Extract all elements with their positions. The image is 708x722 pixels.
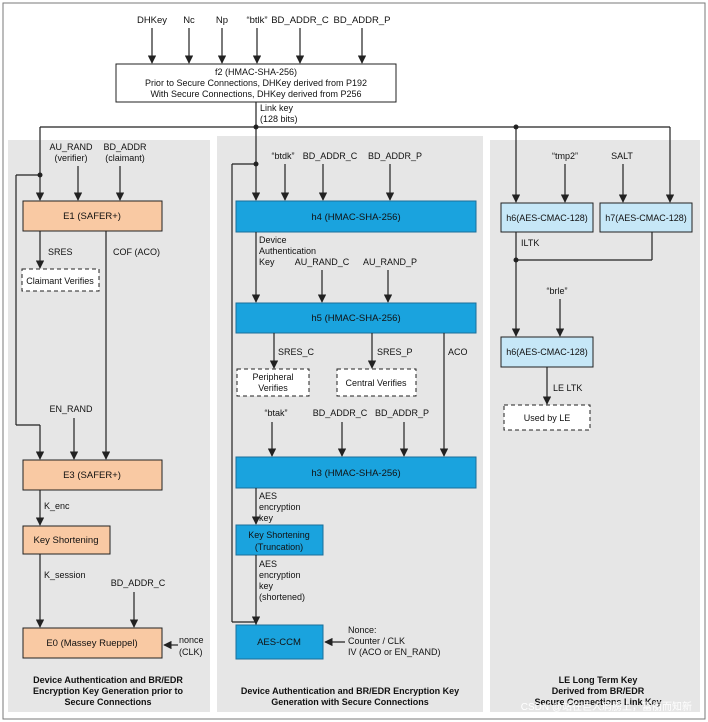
mid-btdk: “btdk” <box>271 151 294 161</box>
h7-box <box>599 202 693 233</box>
left-bd-addr-c: BD_ADDR_C <box>111 578 166 588</box>
left-nonce: nonce <box>179 635 204 645</box>
input-btlk: “btlk” <box>246 15 267 26</box>
h5-label: h5 (HMAC-SHA-256) <box>311 313 400 324</box>
right-caption-2: Derived from BR/EDR <box>552 686 645 696</box>
peripheral-verifies-line1: Peripheral <box>252 372 293 382</box>
claimant-verifies-box <box>21 268 100 292</box>
link-key-label: Link key <box>260 103 294 113</box>
mid-btak: “btak” <box>264 408 287 418</box>
h5-box <box>235 302 477 334</box>
e3-label: E3 (SAFER+) <box>63 470 121 481</box>
left-au-rand-sub: (verifier) <box>55 153 88 163</box>
central-verifies-box <box>336 368 417 397</box>
k-enc-label: K_enc <box>44 501 70 511</box>
le-ltk-label: LE LTK <box>553 383 582 393</box>
dak-line3: Key <box>259 257 275 267</box>
mid-bd-addr-c-2: BD_ADDR_C <box>313 408 368 418</box>
input-bd-addr-c: BD_ADDR_C <box>271 15 329 26</box>
h3-box <box>235 456 477 489</box>
claimant-verifies-label: Claimant Verifies <box>26 276 94 286</box>
watermark: CSDN @站在巨人肩膀上，富丽而知新 <box>521 700 692 713</box>
key-shortening-left-label: Key Shortening <box>34 535 99 546</box>
input-np: Np <box>216 15 228 26</box>
left-caption-3: Secure Connections <box>64 697 151 707</box>
input-dhkey: DHKey <box>137 15 167 26</box>
right-brle: “brle” <box>546 286 567 296</box>
left-bd-addr-sub: (claimant) <box>105 153 145 163</box>
ks-mid-line2: (Truncation) <box>255 542 303 552</box>
dak-line1: Device <box>259 235 287 245</box>
ks-mid-line1: Key Shortening <box>248 530 310 540</box>
en-rand-label: EN_RAND <box>49 404 93 414</box>
iltk-label: ILTK <box>521 238 539 248</box>
used-by-le-box <box>503 404 591 431</box>
h6-box-b <box>500 336 594 368</box>
left-column-panel <box>8 140 210 712</box>
dak-line2: Authentication <box>259 246 316 256</box>
input-bd-addr-p: BD_ADDR_P <box>333 15 390 26</box>
left-nonce-clk: (CLK) <box>179 647 203 657</box>
mid-nonce-line1: Nonce: <box>348 625 377 635</box>
aes1-line3: key <box>259 513 274 523</box>
input-nc: Nc <box>183 15 195 26</box>
f2-box <box>115 63 397 103</box>
mid-bd-addr-p: BD_ADDR_P <box>368 151 422 161</box>
peripheral-verifies-box <box>236 368 310 397</box>
aes-ccm-label: AES-CCM <box>257 637 301 648</box>
h6a-label: h6(AES-CMAC-128) <box>506 213 588 223</box>
aes2-line4: (shortened) <box>259 592 305 602</box>
aco-label: ACO <box>448 347 468 357</box>
f2-line2: Prior to Secure Connections, DHKey deriv… <box>145 78 367 88</box>
right-caption-3: Secure Connections Link Key <box>534 697 661 707</box>
mid-au-rand-c: AU_RAND_C <box>295 257 350 267</box>
mid-caption-2: Generation with Secure Connections <box>271 697 429 707</box>
left-caption-2: Encryption Key Generation prior to <box>33 686 184 696</box>
mid-nonce-line3: IV (ACO or EN_RAND) <box>348 647 441 657</box>
h4-label: h4 (HMAC-SHA-256) <box>311 212 400 223</box>
h4-box <box>235 200 477 233</box>
mid-au-rand-p: AU_RAND_P <box>363 257 417 267</box>
aes2-line3: key <box>259 581 274 591</box>
right-tmp2: “tmp2” <box>552 151 578 161</box>
mid-caption-1: Device Authentication and BR/EDR Encrypt… <box>241 686 459 696</box>
f2-title: f2 (HMAC-SHA-256) <box>215 67 297 77</box>
e0-label: E0 (Massey Rueppel) <box>46 638 137 649</box>
peripheral-verifies-line2: Verifies <box>258 383 288 393</box>
h6-box-a <box>500 202 594 233</box>
e3-box <box>22 459 163 491</box>
sres-c-label: SRES_C <box>278 347 315 357</box>
right-salt: SALT <box>611 151 633 161</box>
right-caption-1: LE Long Term Key <box>559 675 638 685</box>
h6b-label: h6(AES-CMAC-128) <box>506 347 588 357</box>
aes1-line2: encryption <box>259 502 301 512</box>
e0-box <box>22 627 163 659</box>
cof-label: COF (ACO) <box>113 247 160 257</box>
e1-label: E1 (SAFER+) <box>63 211 121 222</box>
left-au-rand: AU_RAND <box>49 142 93 152</box>
key-shortening-box-mid <box>235 524 324 556</box>
left-caption-1: Device Authentication and BR/EDR <box>33 675 183 685</box>
h7-label: h7(AES-CMAC-128) <box>605 213 687 223</box>
mid-bd-addr-c: BD_ADDR_C <box>303 151 358 161</box>
link-key-bits: (128 bits) <box>260 114 298 124</box>
key-shortening-box-left <box>22 525 111 555</box>
aes2-line2: encryption <box>259 570 301 580</box>
mid-bd-addr-p-2: BD_ADDR_P <box>375 408 429 418</box>
used-by-le-label: Used by LE <box>524 413 571 423</box>
h3-label: h3 (HMAC-SHA-256) <box>311 468 400 479</box>
sres-label: SRES <box>48 247 73 257</box>
aes1-line1: AES <box>259 491 277 501</box>
f2-line3: With Secure Connections, DHKey derived f… <box>150 89 361 99</box>
mid-nonce-line2: Counter / CLK <box>348 636 405 646</box>
aes2-line1: AES <box>259 559 277 569</box>
aes-ccm-box <box>235 624 324 660</box>
left-bd-addr: BD_ADDR <box>103 142 147 152</box>
e1-box <box>22 200 163 232</box>
sres-p-label: SRES_P <box>377 347 413 357</box>
k-session-label: K_session <box>44 570 86 580</box>
central-verifies-label: Central Verifies <box>345 378 407 388</box>
